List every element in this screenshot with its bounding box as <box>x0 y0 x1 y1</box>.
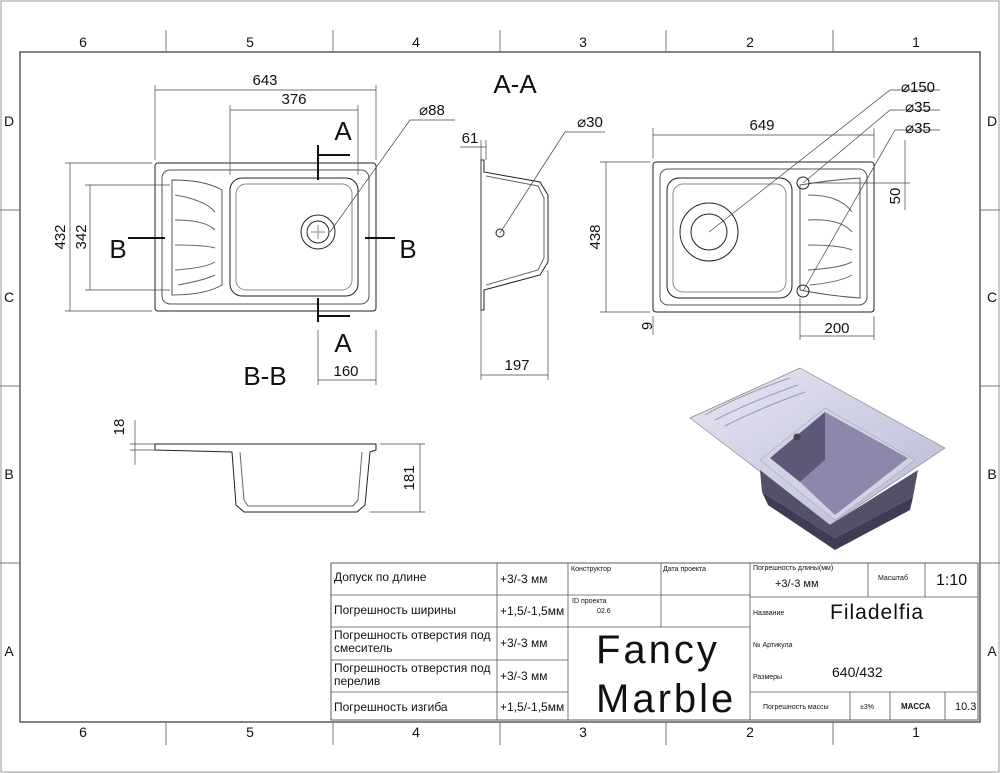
col-label: 6 <box>79 724 87 740</box>
name-label: Название <box>753 610 785 617</box>
date-label: Дата проекта <box>663 566 707 573</box>
mass-value: 10.3 <box>955 701 977 713</box>
section-mark-b-left: B <box>109 234 126 264</box>
dim-offset: 160 <box>333 363 358 380</box>
title-block-grid <box>330 562 979 721</box>
row-label: A <box>4 643 14 659</box>
dim-height-right: 438 <box>587 224 604 249</box>
mass-label: МАССА <box>901 702 931 711</box>
length-tol-value: +3/-3 мм <box>775 578 819 590</box>
dim-edge: 9 <box>639 322 656 330</box>
dim-drain-diameter: ⌀88 <box>419 102 445 119</box>
row-label: C <box>987 289 997 305</box>
dim-overflow-diameter: ⌀30 <box>577 114 603 131</box>
tol-width-label: Погрешность ширины <box>334 603 456 617</box>
col-label: 2 <box>746 34 754 50</box>
plan-view-left <box>65 85 455 385</box>
section-mark-b-right: B <box>399 234 416 264</box>
brand-line-2: Marble <box>596 677 737 721</box>
mass-tol-value: ±3% <box>860 704 874 711</box>
product-name: Filadelfia <box>830 601 925 624</box>
section-aa-view <box>460 131 605 380</box>
section-mark-a-top: A <box>334 116 352 146</box>
col-label: 4 <box>412 724 420 740</box>
size-label: Размеры <box>753 674 783 681</box>
tol-width-value: +1,5/-1,5мм <box>500 604 565 618</box>
mass-tol-label: Погрешность массы <box>763 704 829 711</box>
col-label: 3 <box>579 724 587 740</box>
size-value: 640/432 <box>832 664 883 680</box>
dim-drain-diameter-right: ⌀150 <box>901 79 935 96</box>
zone-labels: 6 5 4 3 2 1 6 5 4 3 2 1 D C B A D C B A <box>4 34 997 740</box>
col-label: 5 <box>246 34 254 50</box>
section-mark-a-bottom: A <box>334 328 352 358</box>
article-label: № Артикула <box>753 642 793 649</box>
plan-view-right <box>600 89 940 340</box>
tol-mixer-hole-label: Погрешность отверстия под смеситель <box>334 628 491 656</box>
col-label: 1 <box>912 724 920 740</box>
row-label: A <box>987 643 997 659</box>
project-id-label: ID проекта <box>572 598 607 605</box>
scale-label: Масштаб <box>878 575 908 582</box>
tol-overflow-hole-label: Погрешность отверстия под перелив <box>334 661 491 689</box>
scale-value: 1:10 <box>936 572 968 589</box>
dim-hole-offset: 50 <box>887 188 904 205</box>
tol-mixer-hole-value: +3/-3 мм <box>500 636 548 650</box>
col-label: 2 <box>746 724 754 740</box>
tol-length-label: Допуск по длине <box>334 570 427 584</box>
dim-height: 432 <box>52 224 69 249</box>
row-label: B <box>4 466 13 482</box>
dim-hole2-diameter: ⌀35 <box>905 120 931 137</box>
designer-label: Конструктор <box>571 566 611 573</box>
project-id: 02.6 <box>597 608 611 615</box>
col-label: 3 <box>579 34 587 50</box>
dim-inner-width: 376 <box>281 91 306 108</box>
tol-overflow-hole-value: +3/-3 мм <box>500 669 548 683</box>
dim-width-right: 649 <box>749 117 774 134</box>
row-label: D <box>4 113 14 129</box>
section-bb-title: B-B <box>243 361 286 391</box>
length-tol-label: Погрешность длины(мм) <box>753 565 834 572</box>
dim-section-length: 197 <box>504 357 529 374</box>
dim-inner-height: 342 <box>73 224 90 249</box>
dim-rim-depth: 61 <box>462 130 479 147</box>
section-aa-title: A-A <box>493 69 537 99</box>
row-label: D <box>987 113 997 129</box>
row-label: C <box>4 289 14 305</box>
tol-bend-label: Погрешность изгиба <box>334 700 448 714</box>
dim-width: 643 <box>252 72 277 89</box>
col-label: 6 <box>79 34 87 50</box>
tol-bend-value: +1,5/-1,5мм <box>500 700 565 714</box>
brand-line-1: Fancy <box>596 628 720 672</box>
dim-rim-thickness: 18 <box>111 419 128 436</box>
dim-hole1-diameter: ⌀35 <box>905 99 931 116</box>
sink-3d-render <box>689 367 946 550</box>
dim-drainer-width: 200 <box>824 320 849 337</box>
col-label: 1 <box>912 34 920 50</box>
dim-bowl-depth: 181 <box>401 465 418 490</box>
tol-length-value: +3/-3 мм <box>500 572 548 586</box>
row-label: B <box>987 466 996 482</box>
col-label: 5 <box>246 724 254 740</box>
section-bb-view <box>130 420 425 513</box>
col-label: 4 <box>412 34 420 50</box>
